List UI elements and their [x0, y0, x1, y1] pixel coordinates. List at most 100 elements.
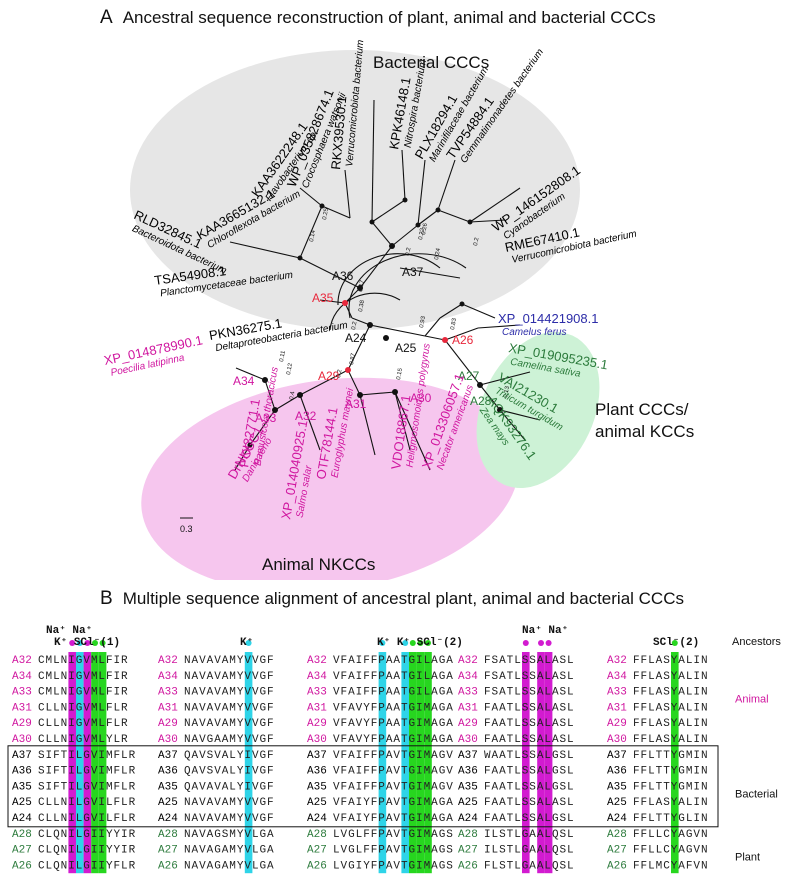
- group-label-plant: Plant: [735, 852, 760, 864]
- row-id: A35: [158, 781, 178, 793]
- support-value: 0.93: [419, 315, 427, 328]
- sequence: CMLNIGVMLFIR: [38, 671, 129, 683]
- tree-node-a29: [345, 367, 351, 373]
- sequence: QAVSVALYIVGF: [184, 766, 275, 778]
- row-id: A37: [12, 750, 32, 762]
- site-dot-na: [84, 640, 91, 646]
- support-value: 0.15: [396, 367, 404, 380]
- highlight-column-cl: [91, 652, 99, 874]
- tree-branch: [299, 205, 323, 259]
- tree-node-a26: [442, 337, 448, 343]
- row-id: A34: [158, 671, 178, 683]
- row-id: A32: [307, 655, 327, 667]
- row-id: A27: [307, 845, 327, 857]
- tree-branch: [391, 224, 419, 247]
- highlight-column-na: [68, 652, 76, 874]
- sequence: SIFTILGVIMFLR: [38, 781, 136, 793]
- leaf-organism: Camelus ferus: [502, 327, 566, 338]
- row-id: A24: [607, 813, 627, 825]
- animal-group-background: [141, 377, 519, 580]
- tree-branch: [399, 267, 461, 279]
- sequence: NAVAVAMYVVGF: [184, 813, 275, 825]
- row-id: A33: [307, 687, 327, 699]
- sequence: VFAVYFPAATGIMAGA: [333, 718, 454, 730]
- tree-branch: [359, 391, 396, 396]
- site-dot-k: [379, 640, 386, 646]
- sequence: ILSTLGAALQSL: [484, 845, 575, 857]
- support-value: 0.25: [322, 207, 330, 220]
- row-id: A28: [458, 829, 478, 841]
- row-id: A33: [12, 687, 32, 699]
- tree-branch: [371, 221, 393, 247]
- row-id: A30: [458, 734, 478, 746]
- row-id: A31: [307, 702, 327, 714]
- tree-node-a28: [497, 407, 503, 413]
- sequence: CLQNILGIIYFLR: [38, 860, 136, 872]
- sequence: CMLNIGVMLFIR: [38, 655, 129, 667]
- row-id: A34: [307, 671, 327, 683]
- highlight-column-k: [378, 652, 387, 874]
- tree-node-label-a27: A27: [458, 369, 480, 383]
- tree-branch: [424, 335, 446, 341]
- tree-branch: [371, 99, 375, 223]
- support-value: 0.38: [358, 299, 366, 312]
- tree-node-label-a24: A24: [345, 331, 367, 345]
- row-id: A36: [458, 766, 478, 778]
- highlight-column-k: [76, 652, 84, 874]
- sequence: FAATLSSALGSL: [484, 766, 575, 778]
- sequence: NAVAGAMYVLGA: [184, 860, 275, 872]
- row-id: A31: [12, 702, 32, 714]
- sequence: CLLNIGVMLFLR: [38, 718, 129, 730]
- row-id: A33: [607, 687, 627, 699]
- highlight-column-k: [401, 652, 409, 874]
- support-value: 0.22: [418, 227, 426, 240]
- support-value: 0.2: [351, 320, 358, 330]
- sequence: FAATLSSALASL: [484, 702, 575, 714]
- row-id: A26: [158, 860, 178, 872]
- tree-node-label-a29: A29: [318, 369, 340, 383]
- row-id: A28: [607, 829, 627, 841]
- tree-node-a24: [367, 322, 373, 328]
- sequence: FFLLCYAGVN: [633, 845, 709, 857]
- sequence: FFLASYALIN: [633, 718, 709, 730]
- sequence: NAVAGAMYVLGA: [184, 845, 275, 857]
- sequence: CLQNILGIIYYIR: [38, 829, 136, 841]
- sequence: FAATLSSALGSL: [484, 781, 575, 793]
- sequence: VFAIFFPAVTGIMAGV: [333, 750, 454, 762]
- ancestors-label: Ancestors: [732, 636, 781, 648]
- tree-branch: [344, 287, 361, 304]
- highlight-column-cl: [671, 652, 679, 874]
- sequence: VFAVYFPAATGIMAGA: [333, 734, 454, 746]
- highlight-column-na: [83, 652, 92, 874]
- support-value: 0.13: [503, 385, 511, 398]
- row-id: A26: [307, 860, 327, 872]
- tree-branch: [234, 444, 251, 471]
- tree-branch: [469, 219, 506, 223]
- tree-node-label-a36: A36: [332, 269, 354, 283]
- tree-branch: [319, 299, 346, 304]
- bacterial-group-background: [130, 50, 580, 330]
- tree-node-a37: [389, 243, 395, 249]
- sequence: LVGIYFPAVTGIMAGS: [333, 860, 454, 872]
- row-id: A36: [307, 766, 327, 778]
- sequence: NAVAVAMYVVGF: [184, 655, 275, 667]
- tree-node-a30: [392, 389, 398, 395]
- tree-node: [467, 219, 473, 225]
- tree-node-label-a30: A30: [410, 391, 432, 405]
- tree-node-a34: [262, 377, 268, 383]
- support-value: 0.4: [289, 390, 296, 400]
- tree-branch: [469, 187, 521, 223]
- site-dot-cl: [417, 640, 424, 646]
- tree-branch: [499, 409, 541, 421]
- sequence: VFAVYFPAATGIMAGA: [333, 702, 454, 714]
- tree-branch: [229, 241, 301, 259]
- row-id: A34: [607, 671, 627, 683]
- support-value: 0.14: [309, 229, 317, 242]
- tree-branch-arc: [337, 253, 441, 306]
- site-dot-k: [402, 640, 409, 646]
- row-id: A27: [458, 845, 478, 857]
- row-id: A24: [158, 813, 178, 825]
- tree-branch: [479, 371, 531, 386]
- tree-branch: [437, 159, 456, 211]
- row-id: A37: [307, 750, 327, 762]
